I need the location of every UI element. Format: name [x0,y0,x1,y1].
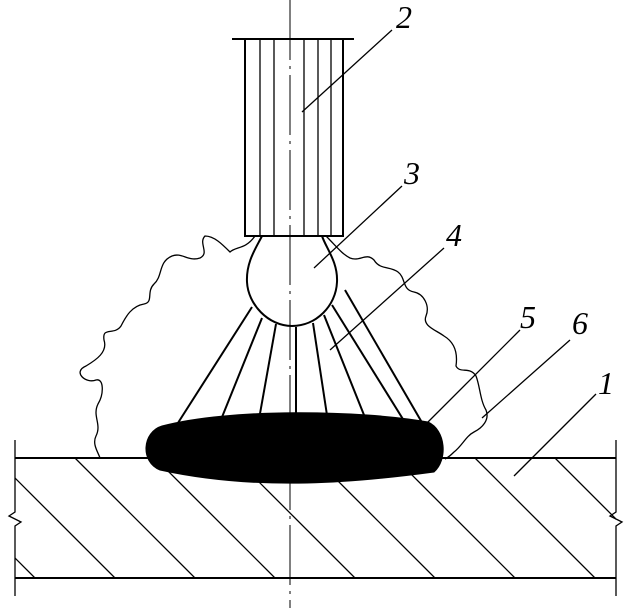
flame-left-outline [79,235,256,459]
leader-3 [313,185,403,269]
leader-2 [301,29,393,113]
flame-right-outline [325,235,488,460]
weld-pool [145,412,444,484]
arc-flame-envelope [79,235,488,460]
leader-lines [301,29,597,477]
arc-rays [175,289,425,437]
leader-5 [424,329,521,426]
label-2: 2 [396,0,412,35]
electrode [232,38,354,237]
base-metal-plate [7,440,624,596]
molten-droplet [245,235,339,328]
leader-1 [513,393,597,477]
label-3: 3 [403,155,420,191]
leader-4 [329,247,445,351]
right-break-line [608,440,624,596]
label-1: 1 [598,365,614,401]
leader-6 [481,339,571,419]
label-6: 6 [572,305,588,341]
label-4: 4 [446,217,462,253]
left-break-line [7,440,23,596]
plate-hatching [15,458,616,578]
label-5: 5 [520,299,536,335]
